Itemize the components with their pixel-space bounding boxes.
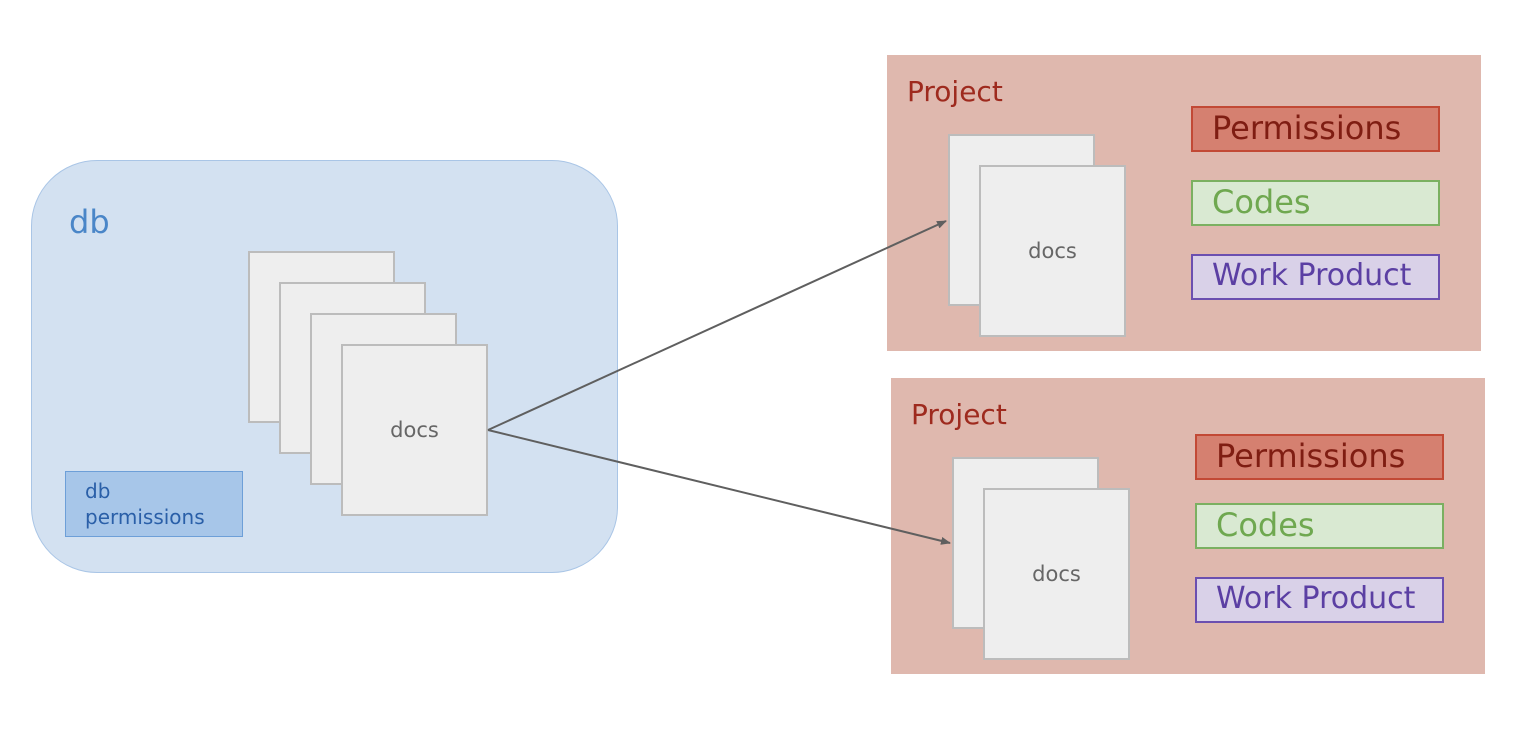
- project-title-2: Project: [911, 398, 1007, 431]
- arrow-db-to-project-2: [487, 429, 951, 545]
- project-title-1: Project: [907, 75, 1003, 108]
- db-permissions-box: db permissions: [65, 471, 243, 537]
- project-2-permissions-tag: Permissions: [1195, 434, 1444, 480]
- project-1-work-product-tag: Work Product: [1191, 254, 1440, 300]
- arrow-db-to-project-1: [487, 220, 947, 431]
- project-1-docs: docs: [979, 165, 1126, 337]
- project-1-codes-tag: Codes: [1191, 180, 1440, 226]
- project-2-docs: docs: [983, 488, 1130, 660]
- project-2-work-product-tag: Work Product: [1195, 577, 1444, 623]
- db-title: db: [69, 203, 110, 241]
- project-1-permissions-tag: Permissions: [1191, 106, 1440, 152]
- db-docs: docs: [341, 344, 488, 516]
- project-2-codes-tag: Codes: [1195, 503, 1444, 549]
